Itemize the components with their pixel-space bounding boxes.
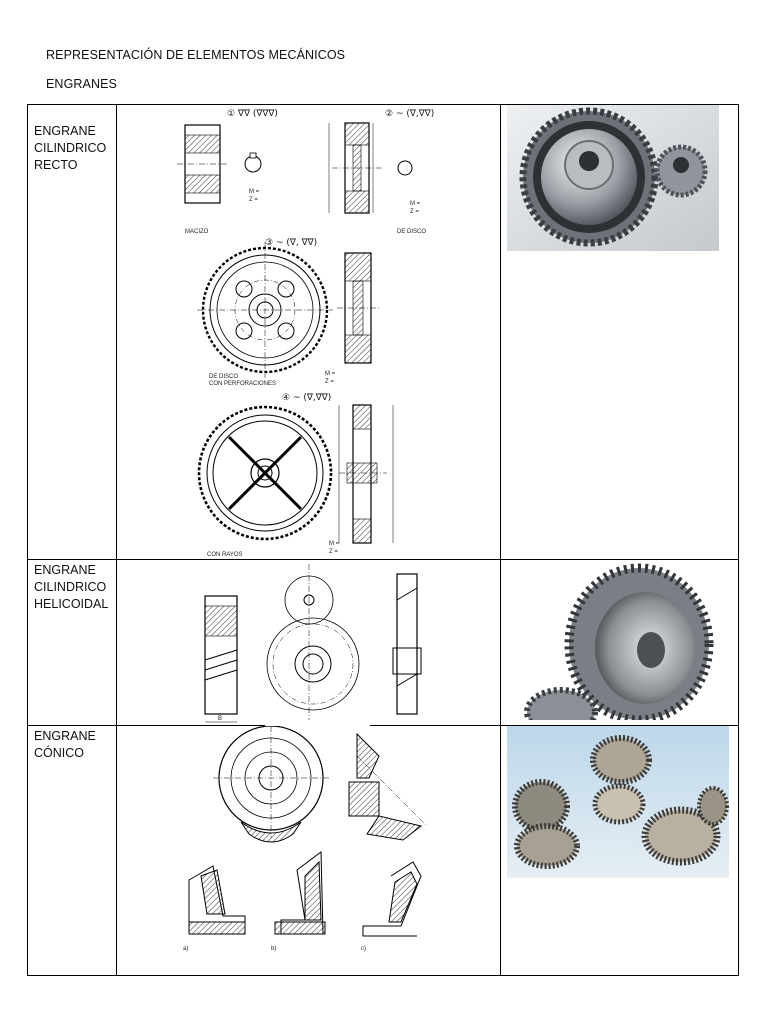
subfigure-a-label: a)	[183, 946, 188, 952]
spur-gear-pair-photo	[507, 105, 719, 251]
fig2-symbol: ② ~ (∇,∇∇)	[385, 109, 434, 119]
subfigure-c-label: c)	[361, 946, 366, 952]
row-label-line: RECTO	[34, 158, 78, 172]
row-label-line: ENGRANE	[34, 563, 96, 577]
helical-gear-technical-drawing: B	[204, 560, 422, 726]
row-label-cell: ENGRANE CÓNICO	[27, 725, 117, 976]
gears-table: ENGRANE CILINDRICO RECTO ① ∇∇ (∇∇∇) M = …	[27, 104, 739, 976]
fig3-module-label: M =	[325, 371, 336, 377]
fig2-module-label: M =	[410, 201, 421, 207]
fig4-module-label: M =	[329, 541, 340, 547]
fig3-caption-line1: DE DISCO	[209, 374, 238, 380]
row-label-line: ENGRANE	[34, 729, 96, 743]
photo-cell	[500, 725, 739, 976]
bevel-gears-photo	[507, 726, 729, 878]
table-row: ENGRANE CILINDRICO HELICOIDAL B	[27, 559, 739, 726]
fig4-symbol: ④ ~ (∇,∇∇)	[282, 393, 331, 403]
fig1-module-label: M =	[249, 189, 260, 195]
fig3-symbol: ③ ~ (∇, ∇∇)	[265, 238, 317, 248]
photo-cell	[500, 559, 739, 726]
row-label-cell: ENGRANE CILINDRICO RECTO	[27, 104, 117, 560]
fig4-caption: CON RAYOS	[207, 552, 243, 558]
row-label-line: CILINDRICO	[34, 580, 107, 594]
document-subtitle: ENGRANES	[46, 77, 117, 91]
fig2-caption: DE DISCO	[397, 229, 426, 235]
drawing-cell: a) b) c)	[116, 725, 501, 976]
fig3-caption-line2: CON PERFORACIONES	[209, 381, 276, 387]
drawing-cell: B	[116, 559, 501, 726]
row-label-line: HELICOIDAL	[34, 597, 109, 611]
fig1-caption: MACIZO	[185, 229, 209, 235]
fig4-teeth-label: Z =	[329, 549, 338, 555]
table-row: ENGRANE CÓNICO	[27, 725, 739, 976]
helical-gear-photo	[521, 562, 721, 720]
face-width-label: B	[218, 716, 222, 722]
bevel-gear-technical-drawing: a) b) c)	[183, 726, 428, 952]
fig1-teeth-label: Z =	[249, 197, 258, 203]
row-label-line: CÓNICO	[34, 746, 84, 760]
subfigure-b-label: b)	[271, 946, 276, 952]
photo-cell	[500, 104, 739, 560]
drawing-cell: ① ∇∇ (∇∇∇) M = Z = MACIZO ② ~ (∇,∇∇)	[116, 104, 501, 560]
fig1-symbol: ① ∇∇ (∇∇∇)	[227, 109, 278, 119]
row-label-line: CILINDRICO	[34, 141, 107, 155]
document-title: REPRESENTACIÓN DE ELEMENTOS MECÁNICOS	[46, 48, 346, 62]
row-label-line: ENGRANE	[34, 124, 96, 138]
row-label-cell: ENGRANE CILINDRICO HELICOIDAL	[27, 559, 117, 726]
table-row: ENGRANE CILINDRICO RECTO ① ∇∇ (∇∇∇) M = …	[27, 104, 739, 560]
fig3-teeth-label: Z =	[325, 379, 334, 385]
fig2-teeth-label: Z =	[410, 209, 419, 215]
spur-gear-technical-drawing: ① ∇∇ (∇∇∇) M = Z = MACIZO ② ~ (∇,∇∇)	[177, 109, 434, 558]
